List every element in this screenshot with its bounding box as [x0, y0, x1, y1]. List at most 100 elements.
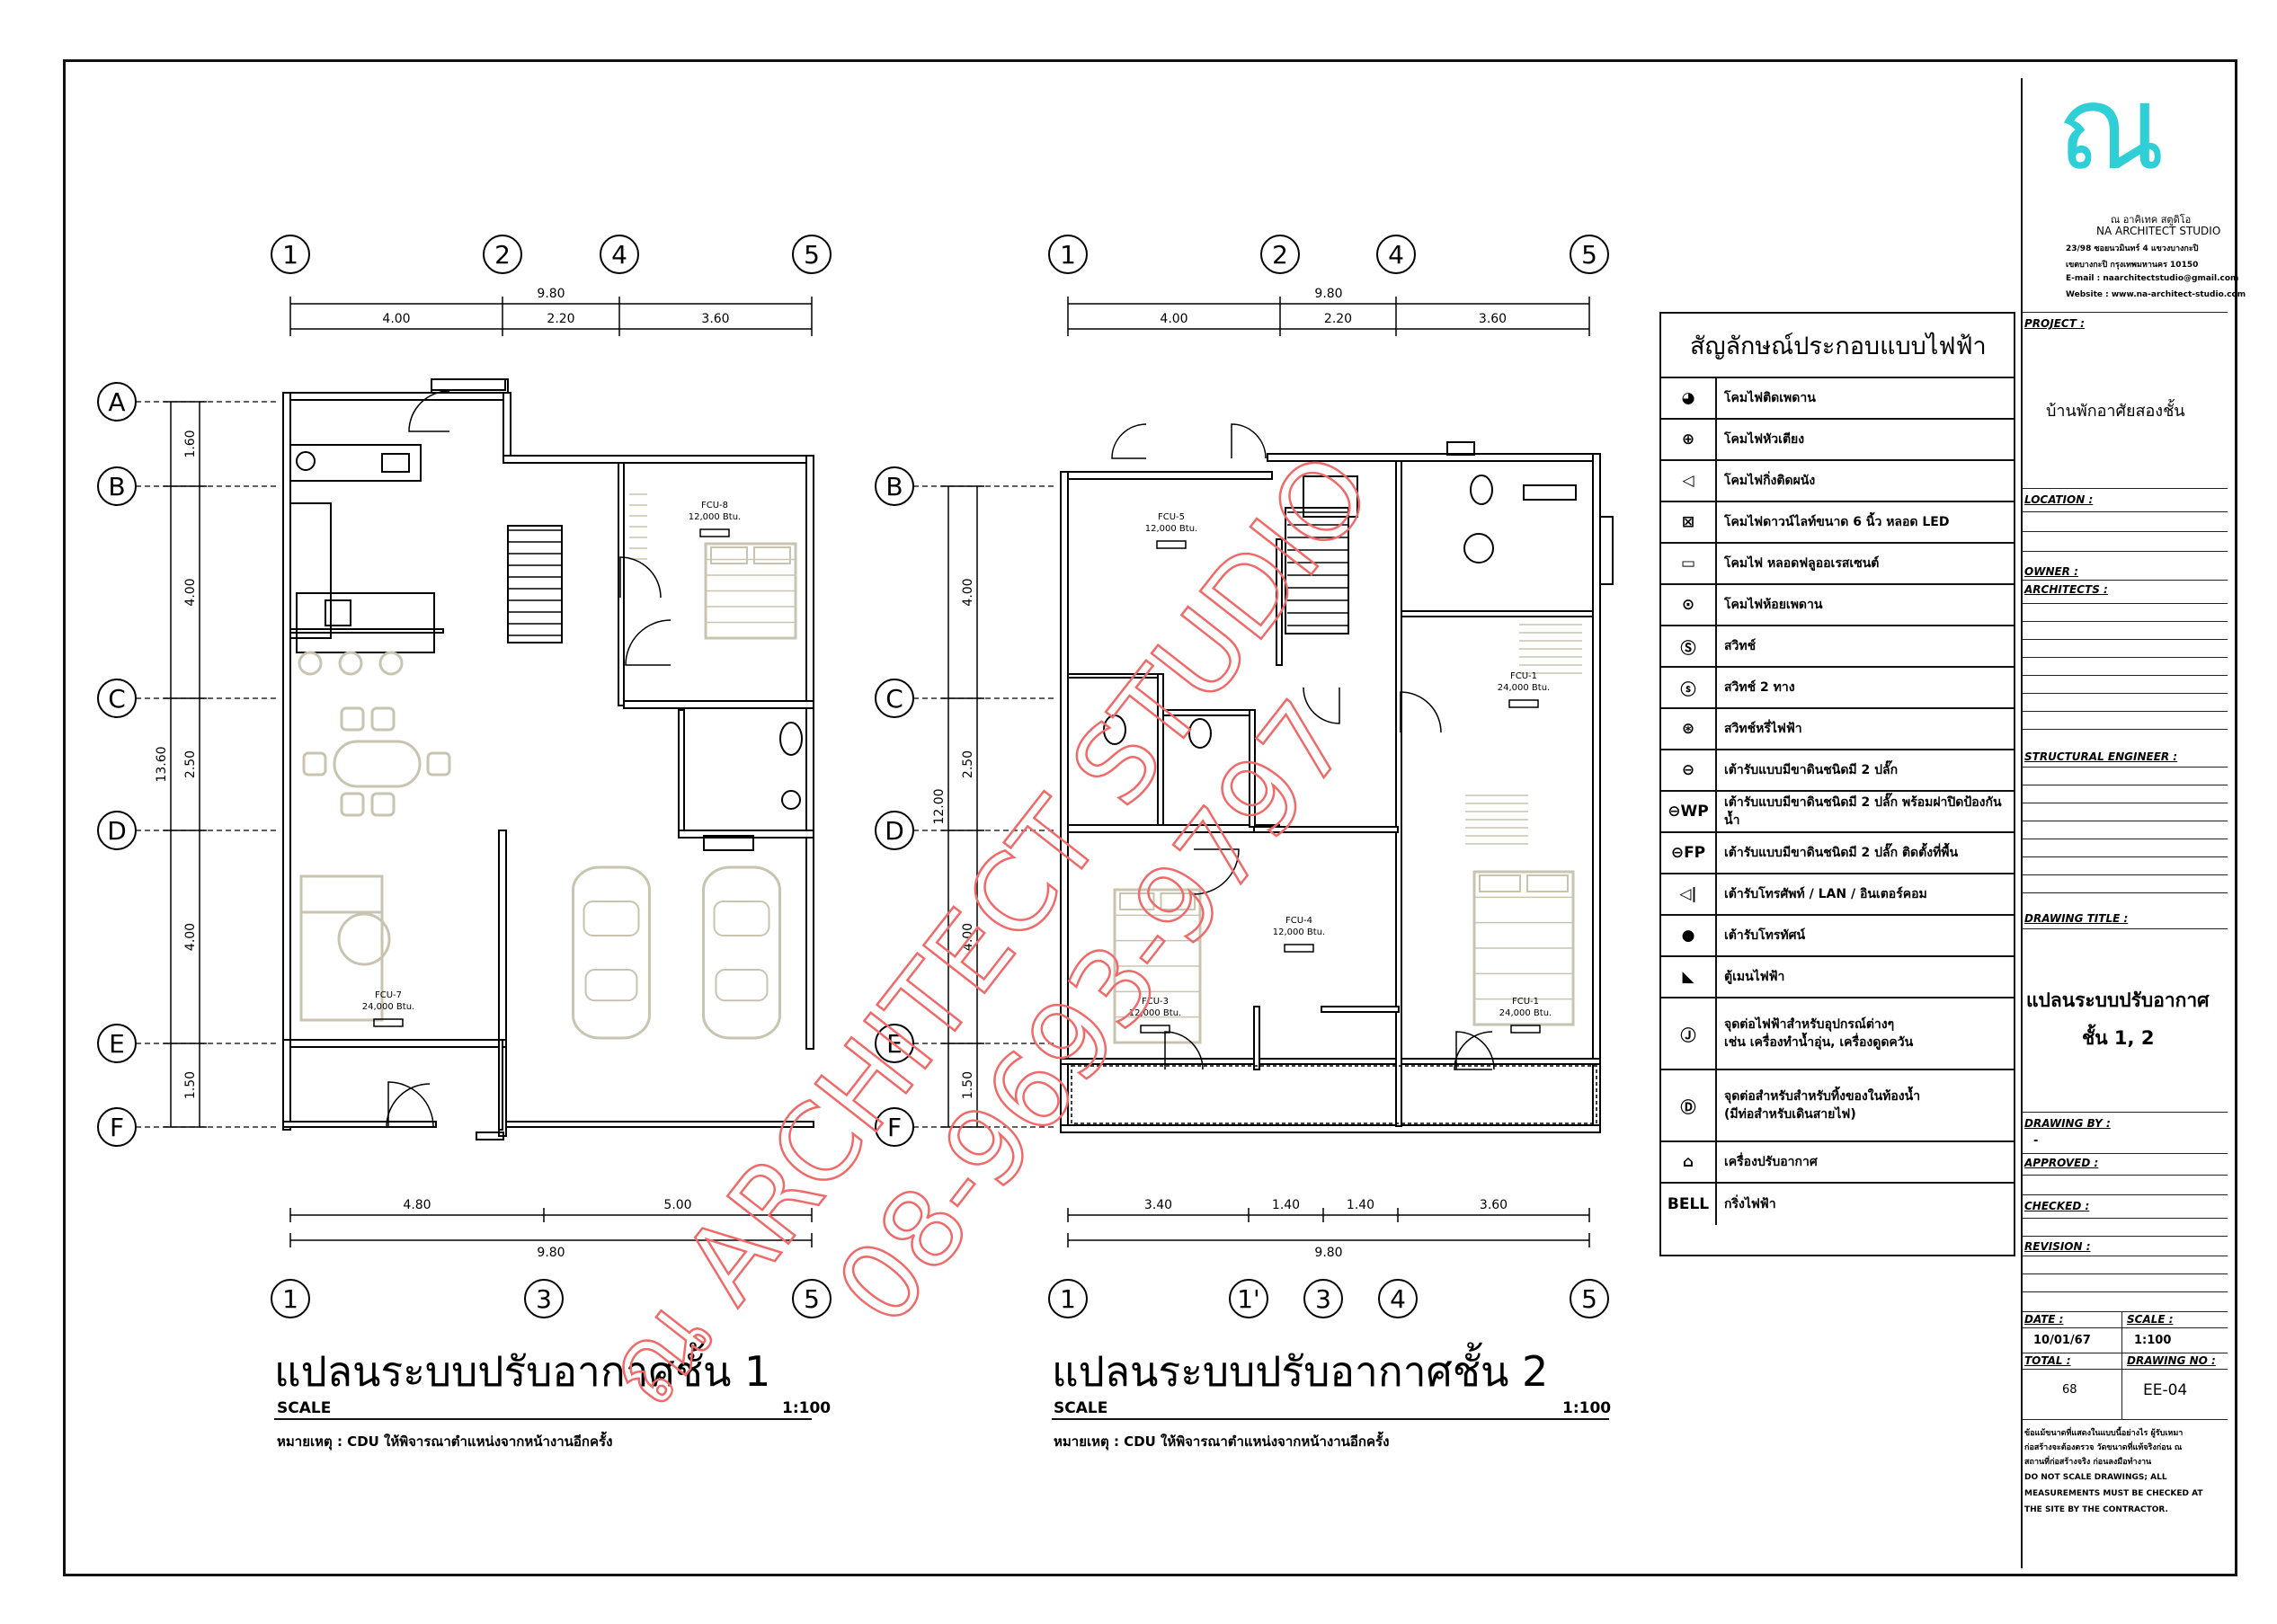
dimension-label: 9.80 [537, 287, 565, 301]
drawing-title-label: DRAWING TITLE : [2024, 912, 2129, 925]
wall [282, 1121, 437, 1128]
grid-bubble [1260, 235, 1300, 274]
sink-icon [381, 453, 410, 473]
dimension-label: 2.20 [547, 312, 574, 326]
grid-bubble [1378, 1279, 1418, 1318]
fcu-code-label: FCU-8 [701, 501, 728, 510]
grid-bubble-label: D [885, 816, 904, 846]
window [476, 1131, 504, 1140]
legend-label: สวิทช์ 2 ทาง [1724, 680, 1795, 695]
studio-address-1: 23/98 ซอยนวมินทร์ 4 แขวงบางกะปิ [2066, 244, 2199, 253]
wall [503, 392, 511, 457]
fcu-btu-label: 24,000 Btu. [1498, 683, 1550, 693]
tb-divider [2021, 1419, 2228, 1420]
tb-divider [2021, 551, 2228, 552]
car [702, 865, 781, 1040]
legend-label: กริ่งไฟฟ้า [1724, 1197, 1776, 1211]
grid-bubble [792, 1279, 832, 1318]
legend-label-line2: (มีท่อสำหรับเดินสายไฟ) [1724, 1107, 1856, 1122]
grid-bubble-label: 1 [1060, 1284, 1076, 1314]
legend-symbol-icon: ◁| [1661, 874, 1717, 914]
door-swing [619, 556, 662, 599]
dimension-label: 9.80 [537, 1246, 565, 1260]
legend-row: ▭โคมไฟ หลอดฟลูออเรสเซนต์ [1661, 544, 2014, 585]
owner-label: OWNER : [2024, 565, 2078, 578]
grid-bubble-label: 3 [1315, 1284, 1331, 1314]
toilet-icon [1103, 714, 1126, 745]
dimension-label: 1.50 [183, 1071, 198, 1099]
grid-bubble-label: 4 [611, 240, 627, 270]
dimension-label: 4.80 [403, 1198, 431, 1212]
legend-label: เครื่องปรับอากาศ [1724, 1155, 1818, 1169]
grid-bubble [524, 1279, 564, 1318]
studio-address-2: เขตบางกะปิ กรุงเทพมหานคร 10150 [2066, 261, 2199, 270]
kitchen-counter [289, 502, 332, 639]
plan2-scale-value: 1:100 [1562, 1399, 1612, 1417]
grid-bubble-label: 2 [494, 240, 511, 270]
wall [1267, 453, 1601, 462]
wall [623, 700, 814, 709]
legend-label: จุดต่อไฟฟ้าสำหรับอุปกรณ์ต่างๆเช่น เครื่อ… [1717, 998, 2014, 1069]
architects-label: ARCHITECTS : [2024, 583, 2108, 596]
legend-label: โคมไฟติดเพดาน [1724, 391, 1816, 405]
legend-label: สวิทช์หรี่ไฟฟ้า [1724, 722, 1802, 736]
door-swing [387, 1081, 434, 1128]
shower-icon [1463, 533, 1494, 564]
legend-symbol-icon: ▭ [1661, 544, 1717, 583]
grid-bubble-label: C [108, 684, 126, 714]
legend-row: ●เต้ารับโทรทัศน์ [1661, 916, 2014, 957]
legend-symbol-icon: ⊖ [1661, 750, 1717, 790]
legend-label: เต้ารับโทรศัพท์ / LAN / อินเตอร์คอม [1724, 887, 1927, 901]
stool [298, 651, 323, 676]
tb-divider [2021, 511, 2228, 512]
drawing-by-label: DRAWING BY : [2024, 1117, 2111, 1130]
legend-symbol-icon: ⊠ [1661, 502, 1717, 542]
legend-title: สัญลักษณ์ประกอบแบบไฟฟ้า [1661, 314, 2014, 378]
legend-label-line1: จุดต่อไฟฟ้าสำหรับอุปกรณ์ต่างๆ [1724, 1017, 1895, 1032]
grid-bubble [1048, 1279, 1088, 1318]
tb-divider [2021, 657, 2228, 658]
legend-label: โคมไฟหัวเตียง [1724, 432, 1805, 447]
pillow [753, 546, 791, 564]
legend-row: ◣ตู้เมนไฟฟ้า [1661, 957, 2014, 998]
legend-label: เต้ารับแบบมีขาดินชนิดมี 2 ปลั๊ก [1724, 763, 1899, 777]
legend-label: เต้ารับแบบมีขาดินชนิดมี 2 ปลั๊ก พร้อมฝาป… [1724, 795, 2002, 828]
revision-label: REVISION : [2024, 1240, 2091, 1253]
fcu-btu-label: 12,000 Btu. [1273, 927, 1325, 937]
legend-symbol-icon: Ⓢ [1661, 626, 1717, 666]
legend-label: โคมไฟห้อยเพดาน [1724, 598, 1823, 612]
door-swing [1400, 691, 1442, 733]
grid-bubble [271, 1279, 310, 1318]
grid-bubble-label: 1 [1060, 240, 1076, 270]
grid-bubble [1570, 235, 1609, 274]
grid-bubble-label: C [885, 684, 903, 714]
tb-divider [2021, 639, 2228, 640]
title-block: ณ ณ อาคิเทค สตูดิโอ NA ARCHITECT STUDIO … [2021, 69, 2246, 1568]
dimension-label: 4.00 [382, 312, 410, 326]
wall [1067, 673, 1159, 679]
sink-icon [325, 599, 351, 626]
wall [503, 455, 814, 464]
legend-label: สวิทช์ [1724, 639, 1757, 653]
drawing-title-line1: แปลนระบบปรับอากาศ [2026, 989, 2210, 1011]
grid-bubble [1303, 1279, 1343, 1318]
legend-symbol-icon: ⊖WP [1661, 792, 1717, 831]
drawing-title-line2: ชั้น 1, 2 [2082, 1027, 2155, 1049]
legend-row: ⊠โคมไฟดาวน์ไลท์ขนาด 6 นิ้ว หลอด LED [1661, 502, 2014, 544]
pillow [1119, 892, 1155, 910]
legend-symbol-icon: Ⓓ [1661, 1070, 1717, 1140]
grid-bubble-label: 5 [804, 1284, 820, 1314]
dimension-label: 4.00 [183, 578, 198, 606]
stool [378, 651, 404, 676]
tb-divider [2021, 767, 2228, 768]
basin-icon [781, 790, 801, 810]
legend-row: BELL กริ่งไฟฟ้า [1661, 1184, 2014, 1225]
legend-row: ◕โคมไฟติดเพดาน [1661, 378, 2014, 420]
grid-bubble-label: 1' [1237, 1284, 1260, 1314]
studio-name-th: ณ อาคิเทค สตูดิโอ [2111, 214, 2192, 226]
legend-symbol-icon: BELL [1661, 1184, 1717, 1225]
dimension-label: 2.50 [183, 750, 198, 778]
window [1599, 516, 1614, 585]
